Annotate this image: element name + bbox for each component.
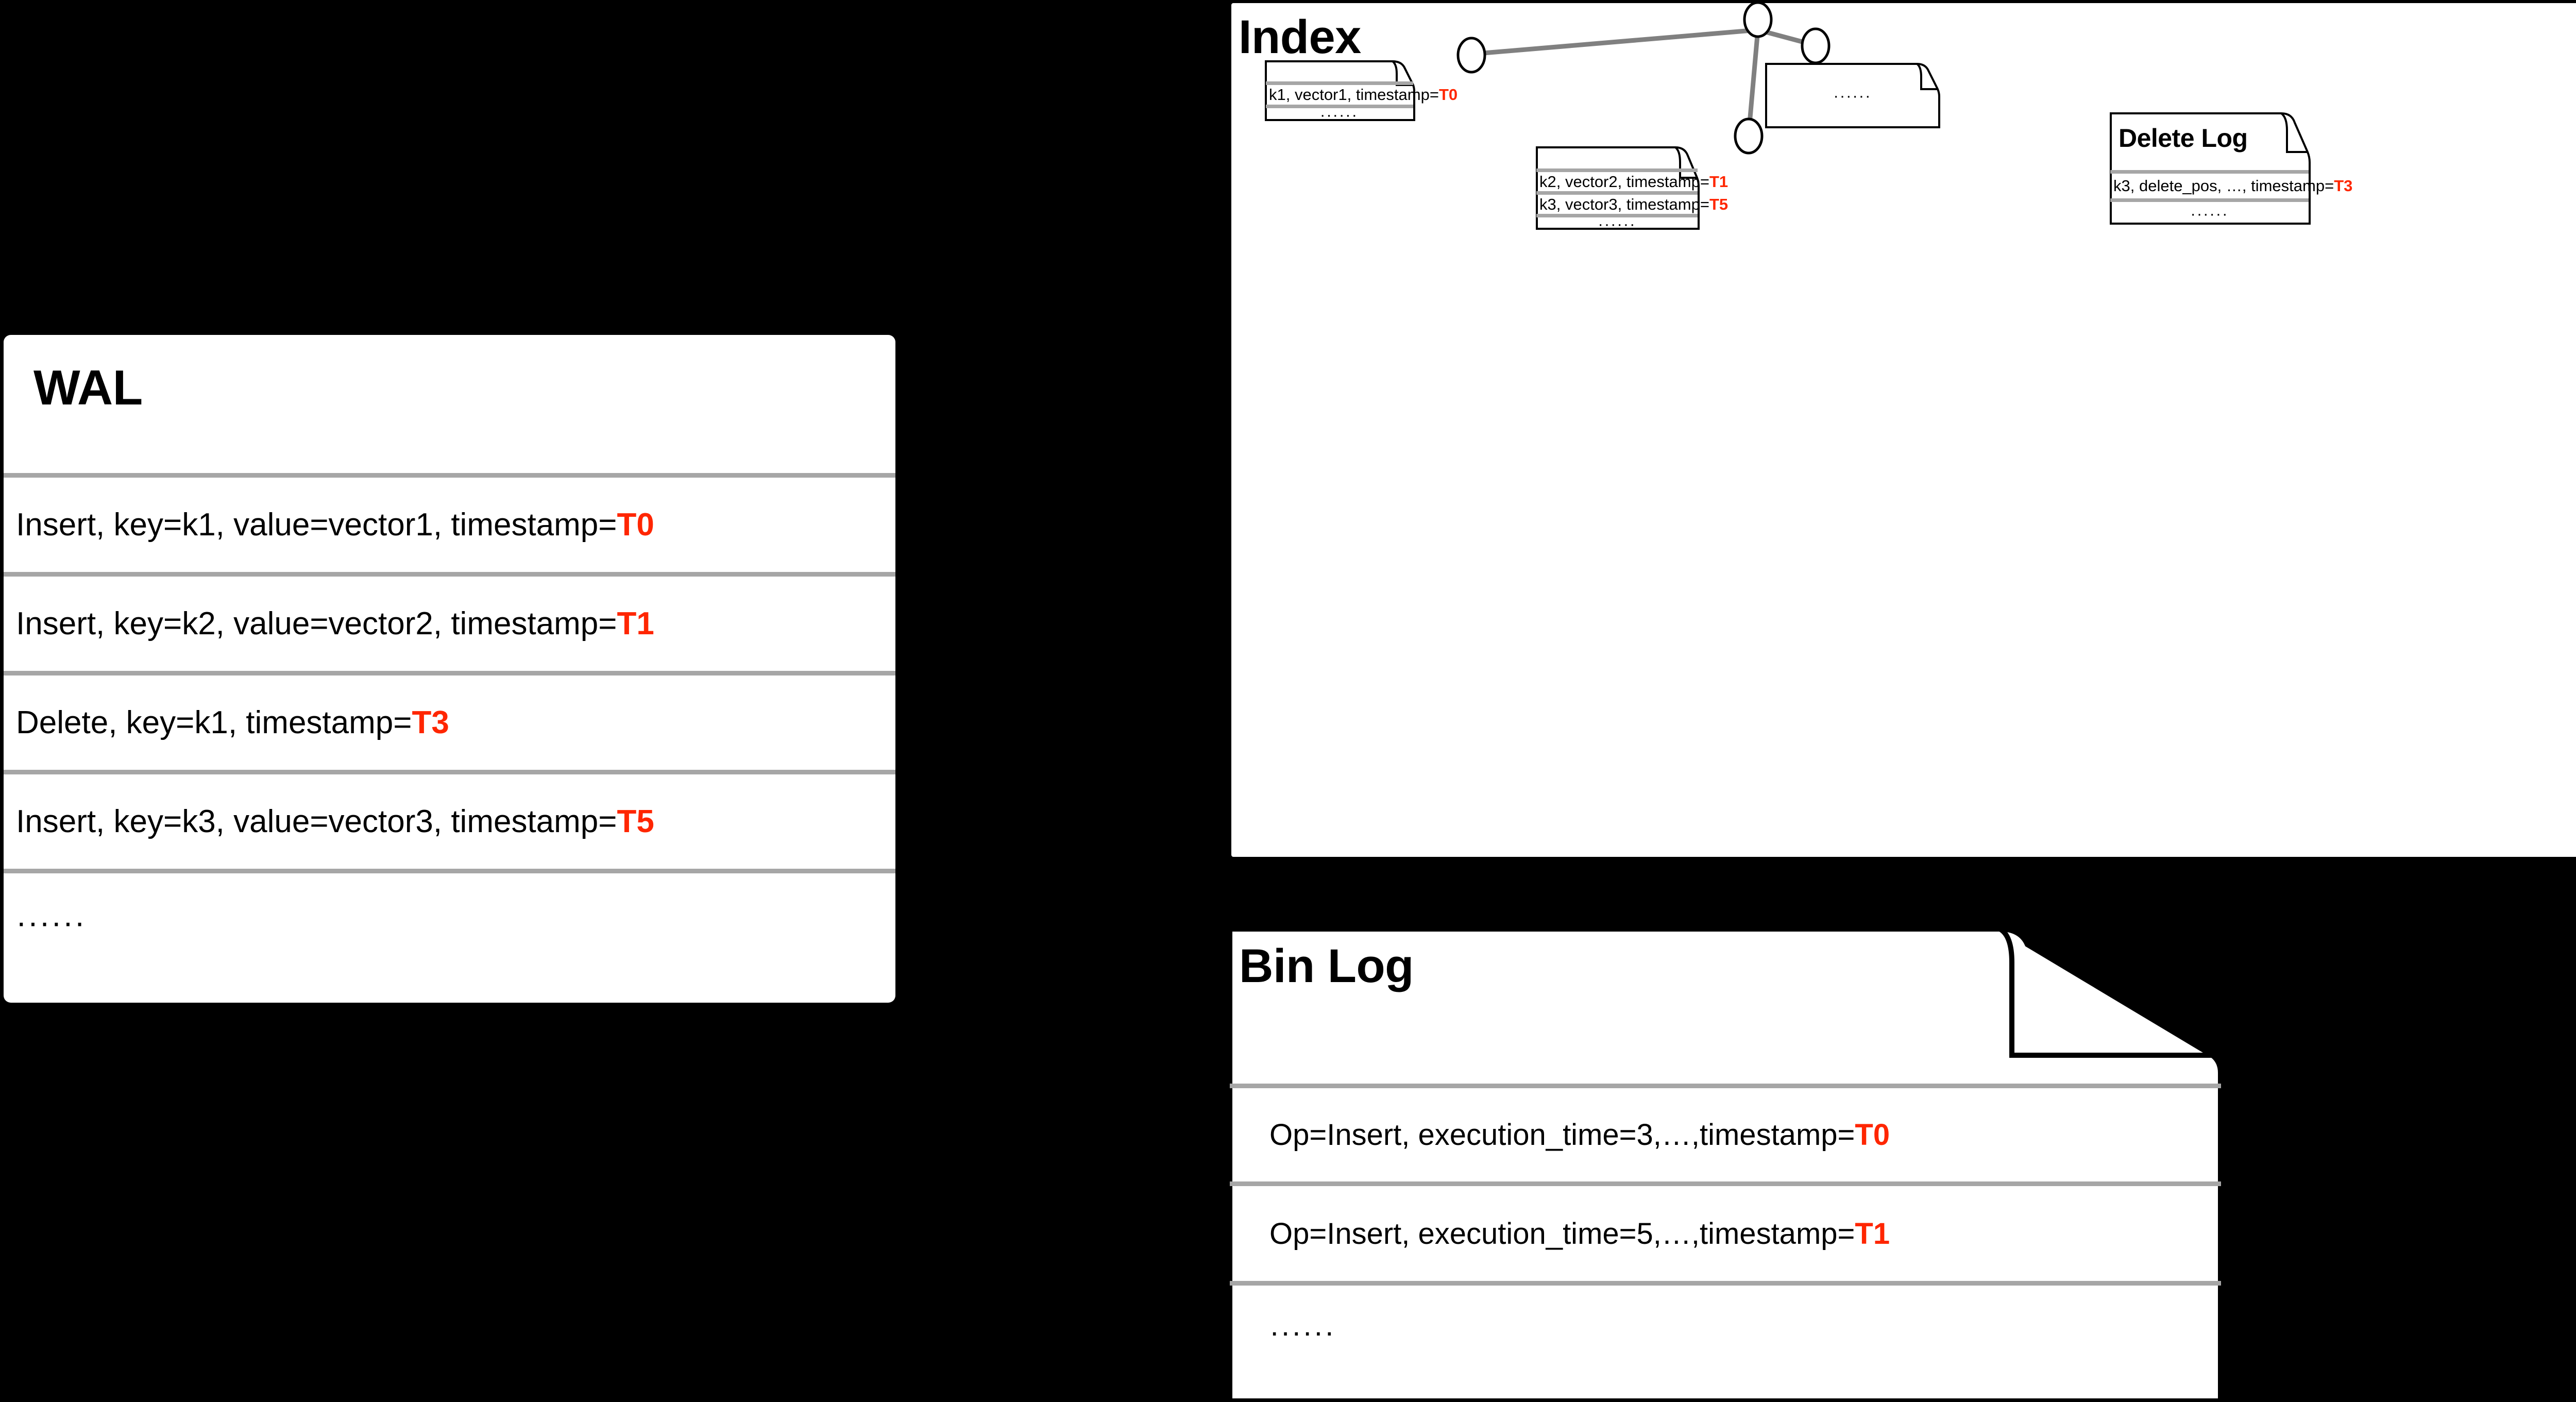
delete-log-row[interactable]: k3, delete_pos, …, timestamp=T3	[2113, 174, 2352, 198]
bin-log-row-text: Op=Insert, execution_time=3,…,timestamp=	[1269, 1118, 1855, 1152]
wal-row[interactable]: Delete, key=k1, timestamp=T3	[16, 675, 887, 770]
wal-row[interactable]: Insert, key=k2, value=vector2, timestamp…	[16, 577, 887, 671]
leaf-middle-separator	[1536, 191, 1698, 195]
index-title: Index	[1239, 11, 1361, 63]
bin-log-panel: Bin Log Op=Insert, execution_time=3,…,ti…	[1227, 926, 2221, 1402]
wal-row-text: Insert, key=k3, value=vector3, timestamp…	[16, 804, 617, 839]
leaf-middle-row[interactable]: k2, vector2, timestamp=T1	[1539, 172, 1728, 191]
tree-node-leaf-middle	[1734, 117, 1764, 155]
tree-node-leaf-right	[1801, 27, 1831, 64]
delete-log-content: Delete Log k3, delete_pos, …, timestamp=…	[2109, 112, 2352, 225]
leaf-middle-row-timestamp: T5	[1709, 195, 1728, 213]
wal-title: WAL	[33, 360, 143, 415]
index-leaf-right-ellipsis-row: ······	[1765, 62, 1940, 129]
tree-edge-root-to-middle	[1746, 29, 1760, 136]
index-leaf-left-content: k1, vector1, timestamp=T0 ······	[1265, 60, 1458, 124]
leaf-right-ellipsis: ······	[1833, 86, 1872, 105]
index-leaf-right-outline[interactable]	[1765, 62, 1940, 129]
leaf-left-row[interactable]: k1, vector1, timestamp=T0	[1269, 85, 1458, 105]
tree-node-leaf-left	[1456, 37, 1486, 74]
leaf-middle-row[interactable]: k3, vector3, timestamp=T5	[1539, 195, 1728, 214]
delete-log-separator	[2110, 170, 2309, 174]
bin-log-title: Bin Log	[1239, 940, 1414, 992]
wal-row-timestamp: T1	[617, 606, 654, 641]
index-leaf-middle-content: k2, vector2, timestamp=T1 k3, vector3, t…	[1535, 146, 1728, 233]
wal-row-timestamp: T5	[617, 804, 654, 839]
wal-row-separator	[4, 572, 895, 577]
leaf-left-separator	[1266, 81, 1413, 85]
leaf-middle-row-text: k3, vector3, timestamp=	[1539, 195, 1709, 213]
bin-log-row-timestamp: T0	[1855, 1118, 1890, 1152]
bin-log-row-timestamp: T1	[1855, 1217, 1890, 1251]
wal-row-text: Delete, key=k1, timestamp=	[16, 705, 412, 740]
wal-row-ellipsis: ······	[16, 873, 887, 971]
leaf-left-separator	[1266, 105, 1413, 108]
wal-row-separator	[4, 671, 895, 675]
bin-log-row-text: Op=Insert, execution_time=5,…,timestamp=	[1269, 1217, 1855, 1251]
leaf-middle-row-ellipsis: ······	[1535, 214, 1699, 233]
tree-edge-root-to-left	[1471, 27, 1758, 57]
bin-log-ellipsis: ······	[1269, 1315, 1335, 1349]
leaf-left-row-timestamp: T0	[1438, 86, 1458, 104]
leaf-left-ellipsis: ······	[1320, 105, 1358, 124]
wal-row-separator	[4, 473, 895, 478]
delete-log-row-text: k3, delete_pos, …, timestamp=	[2113, 177, 2334, 195]
bin-log-row-ellipsis: ······	[1269, 1286, 2217, 1378]
wal-row[interactable]: Insert, key=k1, value=vector1, timestamp…	[16, 478, 887, 572]
delete-log-title: Delete Log	[2119, 124, 2248, 153]
wal-row[interactable]: Insert, key=k3, value=vector3, timestamp…	[16, 774, 887, 869]
wal-row-separator	[4, 869, 895, 873]
bin-log-separator	[1230, 1281, 2221, 1286]
index-tree-graph	[1456, 3, 1831, 155]
leaf-left-row-text: k1, vector1, timestamp=	[1269, 86, 1439, 104]
wal-row-text: Insert, key=k2, value=vector2, timestamp…	[16, 606, 617, 641]
bin-log-separator	[1230, 1181, 2221, 1186]
leaf-middle-row-text: k2, vector2, timestamp=	[1539, 172, 1709, 191]
tree-edge-root-to-right	[1757, 27, 1817, 48]
delete-log-row-timestamp: T3	[2334, 177, 2353, 195]
wal-row-text: Insert, key=k1, value=vector1, timestamp…	[16, 507, 617, 543]
wal-row-timestamp: T0	[617, 507, 654, 543]
wal-panel: WAL Insert, key=k1, value=vector1, times…	[4, 335, 895, 1003]
wal-row-separator	[4, 770, 895, 774]
leaf-middle-separator	[1536, 168, 1698, 172]
wal-row-timestamp: T3	[412, 705, 449, 740]
bin-log-separator	[1230, 1084, 2221, 1088]
leaf-middle-ellipsis: ······	[1598, 214, 1636, 233]
leaf-middle-row-timestamp: T1	[1709, 172, 1728, 191]
delete-log-outline	[2109, 112, 2311, 225]
leaf-left-row-ellipsis: ······	[1265, 105, 1413, 124]
leaf-middle-separator	[1536, 214, 1698, 217]
tree-node-root	[1743, 3, 1773, 38]
bin-log-row[interactable]: Op=Insert, execution_time=3,…,timestamp=…	[1269, 1088, 2217, 1181]
delete-log-ellipsis: ······	[2190, 204, 2229, 223]
index-leaf-middle-outline	[1535, 146, 1700, 230]
index-panel: Index k1, vector1,	[1231, 3, 2576, 857]
delete-log-row-ellipsis: ······	[2109, 202, 2310, 225]
wal-ellipsis: ······	[16, 904, 86, 940]
bin-log-row[interactable]: Op=Insert, execution_time=5,…,timestamp=…	[1269, 1186, 2217, 1281]
delete-log-separator	[2110, 198, 2309, 202]
